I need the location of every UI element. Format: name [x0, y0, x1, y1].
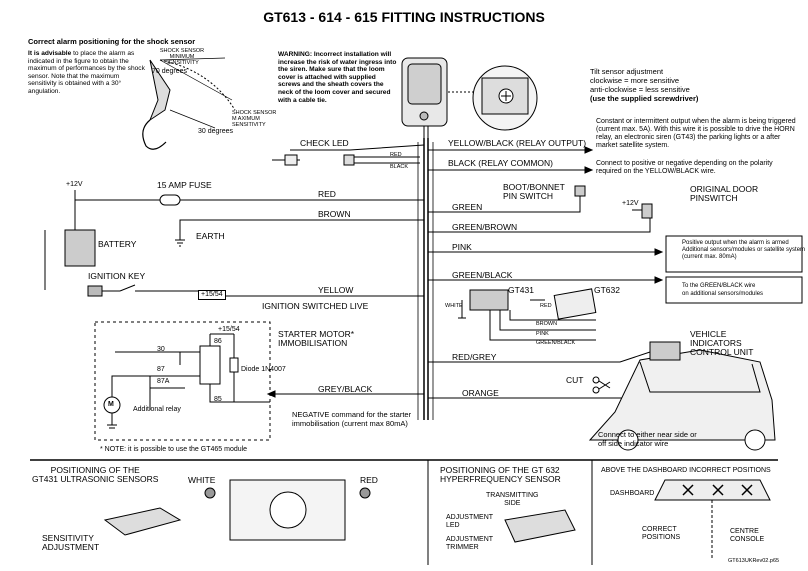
check-led-label: CHECK LED	[300, 138, 349, 148]
warning-text: WARNING: Incorrect installation will inc…	[278, 51, 397, 104]
pink-box-text: Positive output when the alarm is armed …	[682, 240, 806, 260]
mod-brown-label: BROWN	[536, 321, 558, 327]
br-centre: CENTRE CONSOLE	[730, 528, 765, 543]
gt465-note: * NOTE: it is possible to use the GT465 …	[100, 446, 248, 453]
motor-symbol: M	[108, 401, 114, 408]
module-red-label: RED	[540, 303, 552, 309]
relay-output-text: Constant or intermittent output when the…	[596, 118, 796, 149]
plus12v-right: +12V	[622, 200, 639, 207]
pin-86: 86	[214, 338, 222, 345]
wire-orange: ORANGE	[462, 388, 499, 398]
fuse-label: 15 AMP FUSE	[157, 180, 212, 190]
wire-grey-black: GREY/BLACK	[318, 384, 373, 394]
wire-red: RED	[318, 189, 336, 199]
relay-label: Additional relay	[133, 406, 181, 413]
min-sensitivity-label: SHOCK SENSOR MINIMUM SENSITIVITY	[159, 48, 205, 66]
tilt-line2: clockwise = more sensitive	[590, 76, 679, 85]
page-title: GT613 - 614 - 615 FITTING INSTRUCTIONS	[263, 9, 545, 25]
tilt-line1: Tilt sensor adjustment	[590, 67, 664, 76]
gt632-label: GT632	[594, 285, 620, 295]
pin-30: 30	[157, 346, 165, 353]
starter-plus15-54: +15/54	[218, 326, 240, 333]
starter-title: STARTER MOTOR* IMMOBILISATION	[278, 329, 355, 348]
bm-adj-trimmer: ADJUSTMENT TRIMMER	[446, 536, 494, 551]
ignition-live-label: IGNITION SWITCHED LIVE	[262, 301, 369, 311]
module-white-label: WHITE	[445, 303, 463, 309]
led-wire-red: RED	[390, 152, 402, 158]
bm-transmitting: TRANSMITTING SIDE	[486, 492, 539, 507]
alarm-section-body: It is advisable to place the alarm as in…	[28, 50, 146, 96]
gb-box-text: To the GREEN/BLACK wire on additional se…	[682, 283, 764, 297]
plus12v-left: +12V	[66, 181, 83, 188]
boot-switch-label: BOOT/BONNET PIN SWITCH	[503, 182, 565, 201]
wire-yellow: YELLOW	[318, 285, 354, 295]
wire-black-common: BLACK (RELAY COMMON)	[448, 158, 554, 168]
alarm-section-heading: Correct alarm positioning for the shock …	[28, 37, 196, 46]
wire-green: GREEN	[452, 202, 483, 212]
negative-command: NEGATIVE command for the starter immobil…	[292, 410, 412, 428]
br-dashboard: DASHBOARD	[610, 490, 655, 497]
pin-85: 85	[214, 396, 222, 403]
pin-87a: 87A	[157, 378, 170, 385]
mod-green-black-label: GREEN/BLACK	[536, 340, 576, 346]
angle-70-label: 70 degrees	[152, 68, 188, 75]
angle-30-label: 30 degrees	[198, 128, 234, 135]
br-heading: ABOVE THE DASHBOARD INCORRECT POSITIONS	[601, 467, 771, 474]
wire-green-brown: GREEN/BROWN	[452, 222, 518, 232]
wire-yellow-black: YELLOW/BLACK (RELAY OUTPUT)	[448, 138, 587, 148]
wire-red-grey: RED/GREY	[452, 352, 497, 362]
br-code: GT613UKRev02.p65	[728, 558, 780, 564]
bm-adj-led: ADJUSTMENT LED	[446, 514, 494, 529]
pin-87: 87	[157, 366, 165, 373]
connect-either-label: Connect to either near side or off side …	[598, 430, 697, 448]
bl-white: WHITE	[188, 475, 216, 485]
wire-brown: BROWN	[318, 209, 351, 219]
alarm-body: to place the alarm as indicated in the f…	[28, 50, 145, 95]
battery-label: BATTERY	[98, 239, 137, 249]
ignition-key-label: IGNITION KEY	[88, 271, 146, 281]
bl-heading: POSITIONING OF THE GT431 ULTRASONIC SENS…	[32, 465, 159, 484]
cut-label: CUT	[566, 375, 584, 385]
plus15-54-box: +15/54	[198, 290, 226, 300]
diode-label: Diode 1N4007	[241, 366, 286, 373]
led-wire-black: BLACK	[390, 164, 409, 170]
wire-green-black: GREEN/BLACK	[452, 270, 513, 280]
tilt-line3: anti-clockwise = less sensitive	[590, 85, 690, 94]
door-switch-label: ORIGINAL DOOR PINSWITCH	[690, 184, 759, 203]
bl-red: RED	[360, 475, 378, 485]
bm-heading: POSITIONING OF THE GT 632 HYPERFREQUENCY…	[440, 465, 561, 484]
common-text: Connect to positive or negative dependin…	[596, 160, 773, 175]
mod-pink-label: PINK	[536, 331, 549, 337]
br-correct: CORRECT POSITIONS	[642, 526, 681, 541]
earth-label: EARTH	[196, 231, 225, 241]
max-sensitivity-label: SHOCK SENSOR M AXIMUM SENSITIVITY	[232, 110, 277, 128]
alarm-lead: It is advisable	[28, 50, 72, 57]
vehicle-ctrl-label: VEHICLE INDICATORS CONTROL UNIT	[690, 329, 754, 357]
wire-pink: PINK	[452, 242, 472, 252]
gt431-label: GT431	[508, 285, 534, 295]
tilt-line4: (use the supplied screwdriver)	[590, 94, 699, 103]
bl-sensitivity: SENSITIVITY ADJUSTMENT	[42, 533, 100, 552]
